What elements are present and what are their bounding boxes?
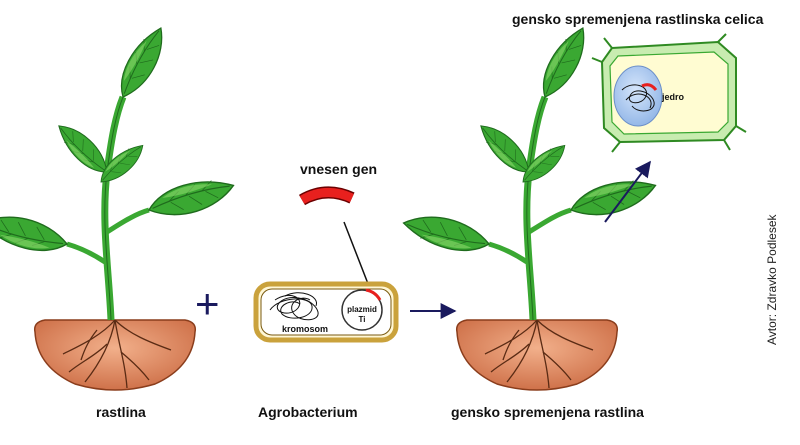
ti-plasmid: [341, 289, 383, 331]
gm-plant-cell: jedro: [591, 33, 747, 153]
author-credit: Avtor: Zdravko Podlesek: [765, 214, 779, 345]
plant-illustration: [0, 23, 237, 390]
cell-title: gensko spremenjena rastlinska celica: [512, 11, 764, 27]
plasmid-label: plazmid: [347, 305, 377, 314]
nucleus: [613, 65, 663, 127]
caption-agrobacterium: Agrobacterium: [258, 404, 358, 420]
chromosome-label: kromosom: [282, 324, 328, 334]
zoom-arrow: [604, 160, 651, 223]
plus-sign: +: [195, 280, 220, 327]
chromosome: [269, 292, 319, 321]
plasmid-label-ti: Ti: [359, 315, 366, 324]
agrobacterium-cell: kromosom plazmid Ti: [253, 281, 399, 343]
caption-plant: rastlina: [96, 404, 146, 420]
caption-gm-plant: gensko spremenjena rastlina: [451, 404, 644, 420]
inserted-gene-label: vnesen gen: [300, 161, 378, 177]
nucleus-label: jedro: [661, 92, 685, 102]
